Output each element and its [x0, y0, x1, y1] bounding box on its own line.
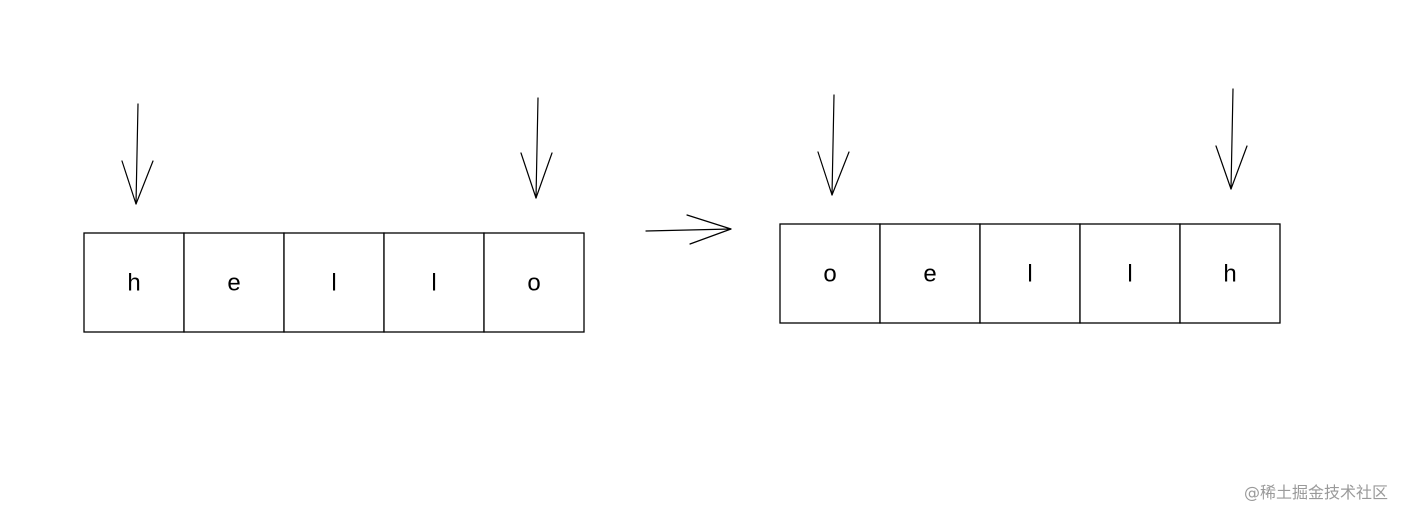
cell-letter: o: [527, 270, 540, 297]
cell-box: [83, 232, 185, 333]
after-cell-4: h: [1179, 223, 1281, 324]
cell-box: [483, 232, 585, 333]
after-cell-2: l: [979, 223, 1081, 324]
cell-box: [383, 232, 485, 333]
cell-letter: e: [227, 270, 240, 297]
cell-box: [779, 223, 881, 324]
cell-letter: l: [331, 270, 336, 297]
cell-box: [879, 223, 981, 324]
before-cell-3: l: [383, 232, 485, 333]
cell-letter: h: [1223, 261, 1236, 288]
before-cell-0: h: [83, 232, 185, 333]
cell-letter: l: [1027, 261, 1032, 288]
watermark: @稀土掘金技术社区: [1243, 483, 1388, 502]
cell-letter: h: [127, 270, 140, 297]
cell-box: [183, 232, 285, 333]
after-pointer-left-arrow-icon: [817, 94, 850, 196]
after-cell-0: o: [779, 223, 881, 324]
after-pointer-right-arrow-icon: [1215, 88, 1248, 190]
cell-box: [283, 232, 385, 333]
cell-letter: o: [823, 261, 836, 288]
cell-box: [1079, 223, 1181, 324]
before-cell-4: o: [483, 232, 585, 333]
after-cell-1: e: [879, 223, 981, 324]
before-pointer-right-arrow-icon: [520, 97, 553, 199]
cell-letter: l: [1127, 261, 1132, 288]
after-cell-3: l: [1079, 223, 1181, 324]
cell-letter: e: [923, 261, 936, 288]
before-cell-2: l: [283, 232, 385, 333]
cell-box: [1179, 223, 1281, 324]
before-cell-1: e: [183, 232, 285, 333]
transform-arrow: [645, 214, 732, 245]
before-pointers: [121, 97, 553, 205]
cell-letter: l: [431, 270, 436, 297]
after-pointers: [817, 88, 1248, 196]
before-pointer-left-arrow-icon: [121, 103, 154, 205]
cell-box: [979, 223, 1081, 324]
